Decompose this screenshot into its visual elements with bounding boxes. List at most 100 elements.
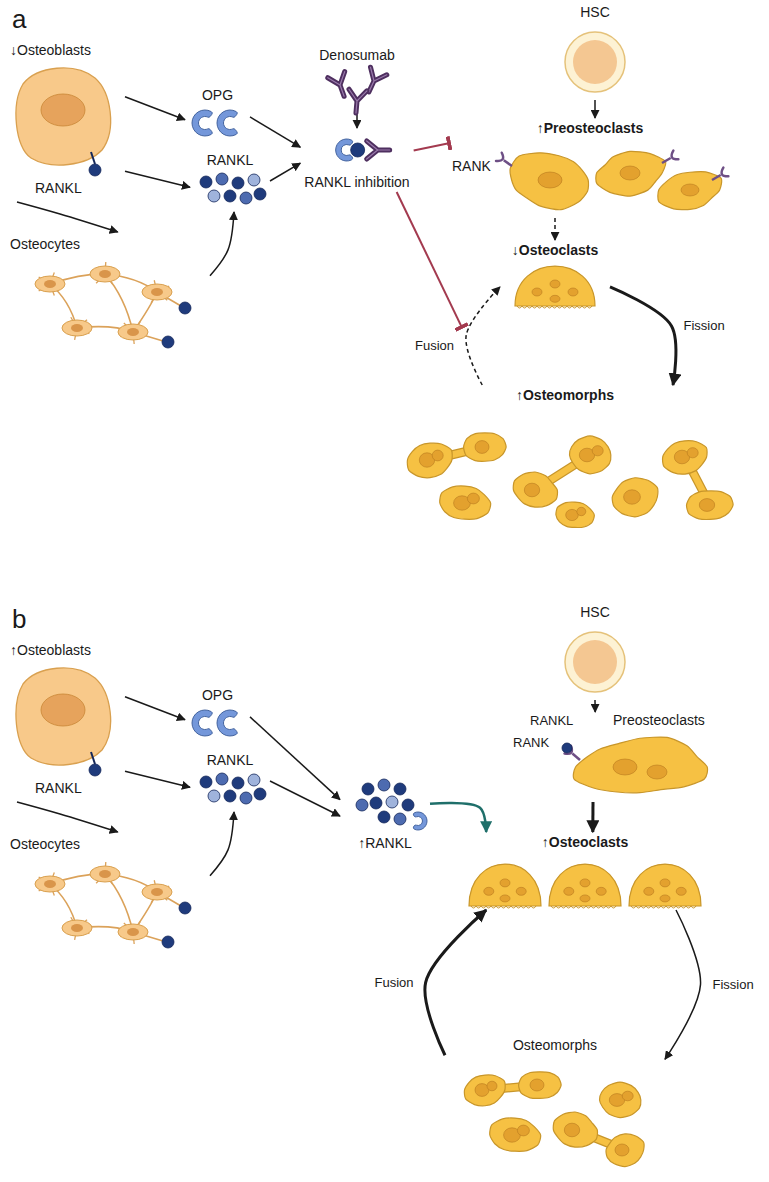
- opg-protein: OPG: [185, 685, 250, 743]
- drawn-ellipse: [699, 499, 714, 512]
- drawn-path: [519, 1072, 562, 1099]
- drawn-path: [612, 478, 658, 517]
- drawn-ellipse: [580, 879, 590, 887]
- drawn-ellipse: [577, 507, 586, 515]
- drawn-ellipse: [538, 172, 562, 188]
- drawn-line: [504, 160, 512, 166]
- drawn-path: [328, 72, 353, 100]
- drawn-ellipse: [681, 184, 699, 196]
- cell-label: RANKL inhibition: [304, 174, 409, 191]
- drawn-ellipse: [41, 94, 85, 126]
- osteoclast-group: ↑Osteoclasts: [455, 832, 715, 910]
- arrow-connector: [591, 802, 594, 832]
- drawn-circle: [179, 302, 191, 314]
- cell-label: Denosumab: [319, 47, 395, 64]
- drawn-ellipse: [517, 1125, 529, 1136]
- drawn-ellipse: [62, 320, 92, 336]
- cell-label: ↓Osteoclasts: [512, 242, 598, 259]
- drawn-ellipse: [580, 895, 590, 902]
- drawn-circle: [565, 632, 625, 692]
- drawn-path: [347, 89, 367, 113]
- drawn-g: [496, 153, 515, 170]
- arrow-connector: [466, 287, 500, 385]
- cell-label: OPG: [202, 687, 233, 704]
- drawn-circle: [240, 792, 252, 804]
- cell-illustration: [385, 385, 745, 535]
- drawn-circle: [208, 190, 220, 202]
- drawn-path: [413, 812, 427, 830]
- drawn-ellipse: [44, 880, 56, 888]
- preosteoclast-group: ↑PreosteoclastsRANK: [450, 118, 730, 218]
- drawn-ellipse: [687, 448, 698, 458]
- drawn-g: [367, 141, 390, 159]
- cell-label: Osteocytes: [10, 236, 80, 253]
- drawn-ellipse: [624, 490, 641, 504]
- drawn-path: [217, 110, 237, 136]
- edge-label: Fission: [711, 977, 756, 993]
- drawn-ellipse: [151, 888, 163, 896]
- osteomorph-group: ↑Osteomorphs: [385, 385, 745, 535]
- drawn-line: [91, 752, 95, 764]
- arrow-connector: [250, 117, 300, 147]
- edge-label: Fission: [682, 318, 727, 334]
- cell-label: ↑Preosteoclasts: [537, 120, 644, 137]
- cell-illustration: [5, 640, 125, 802]
- cell-label: RANKL: [35, 780, 82, 797]
- drawn-ellipse: [564, 1123, 579, 1137]
- drawn-ellipse: [568, 288, 578, 296]
- drawn-path: [440, 486, 491, 519]
- drawn-ellipse: [127, 928, 139, 936]
- arrow-connector: [554, 218, 556, 240]
- cell-label: RANK: [452, 158, 491, 175]
- rankl-cluster: RANKL: [190, 150, 270, 212]
- drawn-circle: [356, 799, 368, 811]
- drawn-g: [515, 266, 595, 308]
- drawn-path: [407, 443, 452, 478]
- drawn-ellipse: [71, 924, 83, 932]
- drawn-g: [200, 773, 266, 804]
- preosteoclast-cell: RANKLPreosteoclastsRANK: [505, 712, 725, 802]
- drawn-path: [336, 139, 353, 161]
- cell-label: RANKL: [207, 152, 254, 169]
- drawn-path: [464, 1075, 505, 1106]
- drawn-ellipse: [676, 887, 686, 895]
- drawn-ellipse: [62, 920, 92, 936]
- drawn-circle: [200, 776, 212, 788]
- drawn-path: [549, 864, 621, 906]
- inhibition-line: [397, 192, 462, 328]
- drawn-ellipse: [660, 895, 670, 902]
- drawn-ellipse: [90, 266, 120, 282]
- arrow-connector: [125, 771, 190, 787]
- drawn-ellipse: [142, 284, 172, 300]
- panel-letter: a: [12, 4, 26, 34]
- drawn-ellipse: [118, 324, 148, 340]
- arrow-connector: [610, 287, 676, 385]
- drawn-ellipse: [500, 879, 510, 887]
- arrow-connector: [594, 100, 596, 118]
- drawn-ellipse: [127, 328, 139, 336]
- inhibition-line: [414, 143, 450, 150]
- drawn-path: [606, 1134, 644, 1167]
- drawn-path: [471, 906, 536, 908]
- drawn-ellipse: [550, 295, 560, 302]
- drawn-g: [710, 168, 729, 185]
- drawn-path: [517, 306, 592, 308]
- drawn-line: [572, 754, 580, 760]
- drawn-circle: [573, 640, 617, 684]
- arrow-connector: [665, 910, 701, 1059]
- drawn-circle: [394, 783, 406, 795]
- drawn-g: [16, 668, 111, 776]
- drawn-ellipse: [532, 288, 542, 296]
- drawn-path: [105, 274, 133, 332]
- arrow-connector: [425, 910, 486, 1055]
- drawn-circle: [378, 811, 390, 823]
- drawn-g: [192, 710, 237, 736]
- drawn-path: [629, 864, 701, 906]
- antibody-group: Denosumab: [312, 45, 402, 115]
- drawn-circle: [232, 177, 244, 189]
- arrow-connector: [356, 115, 358, 128]
- osteoblast-cell: ↓OsteoblastsRANKL: [5, 40, 125, 202]
- drawn-ellipse: [475, 441, 489, 454]
- edge-label: Fusion: [413, 338, 456, 354]
- arrow-connector: [125, 697, 185, 720]
